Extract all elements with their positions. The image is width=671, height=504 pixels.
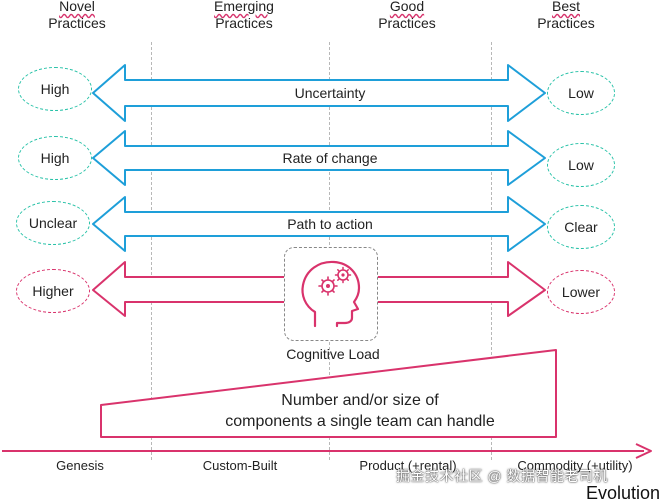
row-rate-of-change-left-value: High [18, 136, 92, 180]
header-novel-practices: Novel Practices [22, 0, 132, 32]
stage-commodity: Commodity (+utility) [517, 458, 633, 473]
header-best-title: Best [551, 0, 580, 14]
stage-custom-built: Custom-Built [202, 458, 278, 473]
cognitive-load-label: Cognitive Load [286, 346, 380, 362]
cognitive-load-icon-box [284, 247, 378, 341]
row-uncertainty-label: Uncertainty [210, 85, 450, 101]
team-capacity-wedge [100, 349, 557, 438]
row-uncertainty-right-value: Low [547, 71, 615, 115]
team-capacity-line-2: components a single team can handle [225, 413, 495, 430]
head-with-gears-icon [301, 260, 361, 328]
evolution-axis-arrowhead [635, 443, 652, 459]
divider-genesis-custom [151, 42, 152, 460]
header-emerging-practices: Emerging Practices [189, 0, 299, 32]
header-good-title: Good [389, 0, 425, 14]
header-emerging-title: Emerging [214, 0, 274, 14]
row-path-to-action-label: Path to action [210, 216, 450, 232]
team-capacity-line-1: Number and/or size of [281, 392, 439, 409]
evolution-axis-label: Evolution [586, 483, 661, 503]
row-rate-of-change-right-value: Low [547, 143, 615, 187]
stage-genesis: Genesis [56, 458, 104, 473]
header-novel-title: Novel [59, 0, 95, 14]
watermark-text: 掘金技术社区 @ 数据智能老司机 [396, 468, 608, 484]
row-uncertainty-left-value: High [18, 67, 92, 111]
header-novel-sub: Practices [48, 15, 106, 31]
header-emerging-sub: Practices [215, 15, 273, 31]
header-best-practices: Best Practices [511, 0, 621, 32]
stage-product: Product (+rental) [359, 458, 457, 473]
header-good-sub: Practices [378, 15, 436, 31]
header-best-sub: Practices [537, 15, 595, 31]
team-capacity-text: Number and/or size of components a singl… [200, 390, 520, 432]
row-cognitive-load-left-value: Higher [16, 269, 90, 313]
header-good-practices: Good Practices [352, 0, 462, 32]
divider-product-commodity [491, 42, 492, 460]
row-path-to-action-left-value: Unclear [16, 201, 90, 245]
row-rate-of-change-label: Rate of change [210, 150, 450, 166]
row-cognitive-load-right-value: Lower [547, 270, 615, 314]
row-path-to-action-right-value: Clear [547, 205, 615, 249]
